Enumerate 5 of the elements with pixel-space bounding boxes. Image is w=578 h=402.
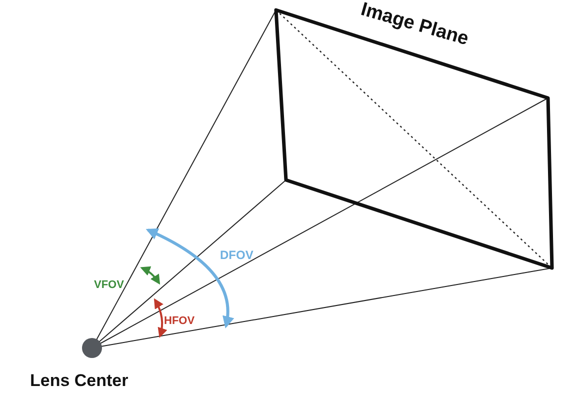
angle-label: VFOV xyxy=(94,280,124,291)
angle-label: DFOV xyxy=(220,249,254,261)
point-label: Lens Center xyxy=(30,372,128,389)
angle-label: HFOV xyxy=(164,316,195,327)
plane-label: Image Plane xyxy=(358,0,471,49)
